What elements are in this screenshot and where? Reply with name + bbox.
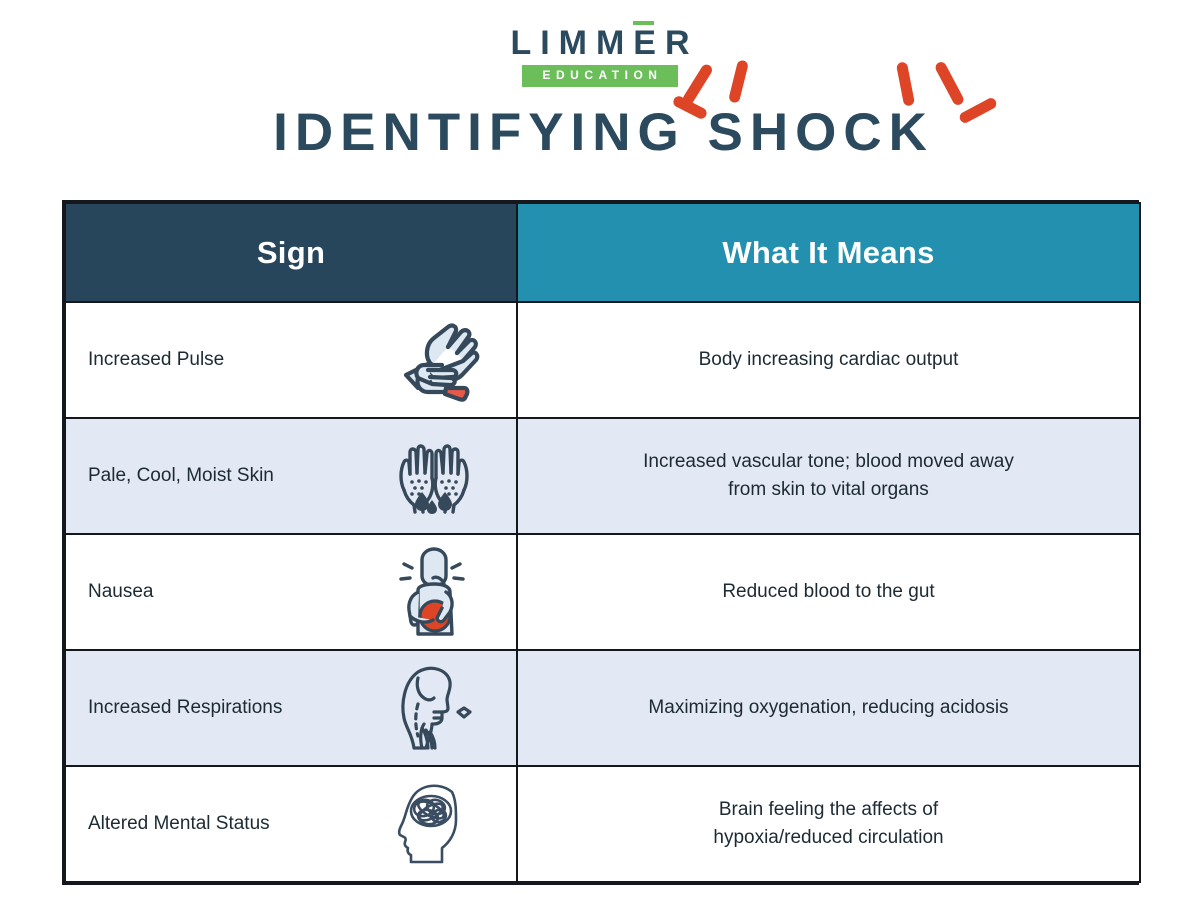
table-row: Nausea bbox=[64, 533, 1141, 651]
logo-wordmark-part1: LIMM bbox=[510, 24, 634, 62]
meaning-cell: Body increasing cardiac output bbox=[516, 301, 1141, 419]
meaning-text: Reduced blood to the gut bbox=[722, 580, 935, 602]
sign-cell: Pale, Cool, Moist Skin bbox=[64, 417, 518, 535]
sign-cell: Increased Respirations bbox=[64, 649, 518, 767]
sign-cell: Nausea bbox=[64, 533, 518, 651]
brain-head-icon bbox=[386, 776, 482, 872]
logo-tagline: EDUCATION bbox=[522, 65, 678, 87]
sign-label: Pale, Cool, Moist Skin bbox=[88, 465, 274, 487]
meaning-text-line2: hypoxia/reduced circulation bbox=[713, 827, 944, 848]
column-header-sign: Sign bbox=[64, 202, 518, 303]
sign-cell: Altered Mental Status bbox=[64, 765, 518, 883]
meaning-text: Maximizing oxygenation, reducing acidosi… bbox=[648, 696, 1009, 718]
pulse-check-hands-icon bbox=[386, 312, 482, 408]
meaning-text-line1: Increased vascular tone; blood moved awa… bbox=[643, 450, 1014, 472]
meaning-cell: Maximizing oxygenation, reducing acidosi… bbox=[516, 649, 1141, 767]
logo-green-bar-accent bbox=[633, 21, 655, 25]
meaning-cell: Reduced blood to the gut bbox=[516, 533, 1141, 651]
shock-signs-table: Sign What It Means Increased Pulse bbox=[62, 200, 1141, 885]
sign-label: Increased Respirations bbox=[88, 697, 283, 719]
meaning-cell: Brain feeling the affects of hypoxia/red… bbox=[516, 765, 1141, 883]
logo-wordmark-part2: R bbox=[664, 24, 699, 62]
meaning-text: Body increasing cardiac output bbox=[698, 348, 959, 370]
meaning-text: Brain feeling the affects of hypoxia/red… bbox=[518, 796, 1139, 853]
logo-wordmark-e-letter: E bbox=[633, 24, 665, 62]
logo-wordmark-e: E bbox=[633, 21, 665, 62]
meaning-text: Increased vascular tone; blood moved awa… bbox=[518, 448, 1139, 505]
nausea-person-icon bbox=[386, 544, 482, 640]
page-title: IDENTIFYING SHOCK bbox=[273, 103, 934, 162]
meaning-text-line2: from skin to vital organs bbox=[728, 479, 929, 500]
meaning-text-line1: Brain feeling the affects of bbox=[718, 798, 939, 820]
sign-label: Nausea bbox=[88, 581, 154, 603]
table-header-row: Sign What It Means bbox=[64, 202, 1141, 303]
column-header-meaning: What It Means bbox=[516, 202, 1141, 303]
breathing-head-icon bbox=[386, 660, 482, 756]
table-row: Increased Pulse bbox=[64, 301, 1141, 419]
table-row: Pale, Cool, Moist Skin bbox=[64, 417, 1141, 535]
table-row: Altered Mental Status bbox=[64, 765, 1141, 883]
sign-cell: Increased Pulse bbox=[64, 301, 518, 419]
sign-label: Increased Pulse bbox=[88, 349, 225, 371]
table-row: Increased Respirations bbox=[64, 649, 1141, 767]
meaning-cell: Increased vascular tone; blood moved awa… bbox=[516, 417, 1141, 535]
limmer-education-logo: LIMM E R EDUCATION bbox=[0, 21, 1200, 87]
sign-label: Altered Mental Status bbox=[88, 813, 270, 835]
logo-wordmark: LIMM E R bbox=[501, 21, 699, 62]
sweating-hands-icon bbox=[386, 428, 482, 524]
